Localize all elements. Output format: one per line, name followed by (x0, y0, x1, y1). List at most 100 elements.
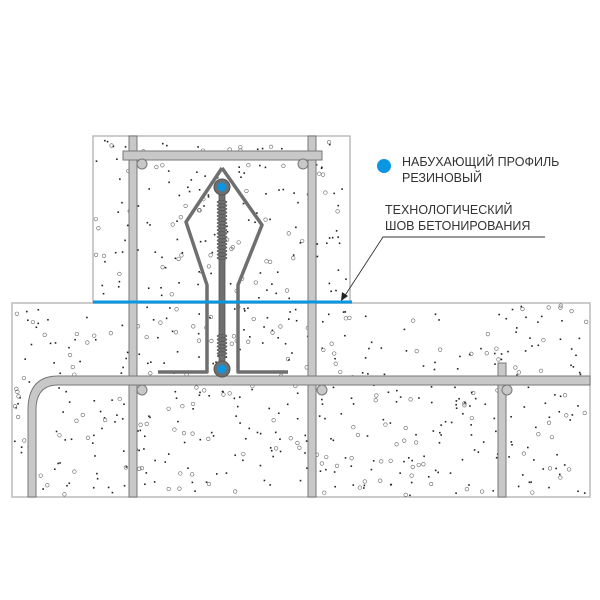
speckle (362, 479, 367, 484)
concrete-aggregate-speckles (12, 139, 589, 497)
speckle (511, 308, 514, 311)
speckle (546, 305, 551, 310)
speckle (414, 440, 419, 445)
speckle (434, 313, 437, 316)
speckle (337, 269, 340, 271)
speckle (236, 240, 241, 245)
speckle (256, 212, 258, 214)
speckle (494, 346, 499, 351)
speckle (383, 422, 388, 427)
speckle (58, 387, 60, 389)
speckle (531, 345, 533, 347)
speckle (321, 398, 323, 401)
speckle (265, 193, 267, 195)
speckle (57, 433, 62, 438)
speckle (279, 438, 281, 441)
speckle (62, 492, 67, 497)
speckle (319, 470, 322, 472)
speckle (154, 459, 156, 462)
speckle (328, 143, 331, 146)
speckle (14, 311, 20, 316)
speckle (343, 316, 348, 321)
speckle (230, 245, 235, 250)
profile-rib (216, 217, 228, 222)
speckle (216, 176, 219, 179)
speckle (206, 481, 212, 487)
speckle (555, 467, 557, 470)
speckle (558, 410, 561, 413)
speckle (438, 441, 441, 444)
speckle (304, 434, 307, 437)
speckle (49, 342, 52, 345)
speckle (263, 479, 266, 482)
speckle (106, 140, 109, 143)
speckle (147, 287, 150, 290)
speckle (549, 435, 554, 440)
speckle (430, 386, 433, 388)
speckle (144, 483, 146, 486)
speckle (458, 397, 460, 400)
speckle (403, 425, 408, 431)
speckle (527, 446, 529, 449)
speckle (251, 388, 253, 391)
speckle (352, 403, 355, 405)
speckle (35, 326, 38, 329)
speckle (357, 485, 362, 490)
speckle (271, 329, 274, 332)
speckle (177, 486, 182, 491)
speckle (53, 468, 56, 471)
speckle (418, 397, 420, 399)
speckle (30, 343, 33, 346)
speckle (244, 188, 249, 194)
speckle (383, 373, 386, 376)
speckle (563, 464, 566, 466)
profile-rib (216, 231, 228, 236)
speckle (114, 421, 116, 423)
speckle (176, 256, 181, 262)
speckle (372, 460, 375, 462)
speckle (72, 469, 77, 474)
profile-rib (216, 235, 228, 239)
speckle (438, 319, 440, 321)
speckle (338, 369, 343, 375)
speckle (261, 147, 264, 150)
top-horizontal-rebar (122, 150, 323, 161)
speckle (233, 308, 236, 310)
speckle (293, 192, 295, 194)
speckle (116, 158, 118, 161)
speckle (187, 186, 189, 189)
speckle (181, 431, 187, 436)
speckle (370, 468, 373, 471)
speckle (319, 461, 325, 466)
speckle (197, 146, 199, 148)
speckle (144, 421, 149, 427)
speckle (561, 320, 563, 322)
speckle (541, 338, 546, 343)
speckle (288, 436, 293, 441)
speckle (26, 310, 28, 313)
speckle (295, 440, 300, 446)
speckle (408, 397, 413, 402)
speckle (270, 449, 273, 452)
speckle (470, 434, 473, 436)
speckle (109, 143, 114, 148)
speckle (333, 361, 338, 366)
speckle (143, 448, 145, 450)
speckle (271, 418, 276, 423)
speckle (469, 405, 471, 407)
speckle (337, 236, 339, 238)
speckle (322, 320, 324, 323)
profile-rib (216, 252, 228, 257)
speckle (318, 415, 321, 417)
speckle (175, 397, 178, 400)
speckle (210, 431, 213, 434)
speckle (191, 324, 196, 329)
speckle (169, 307, 171, 309)
speckle (300, 238, 305, 244)
speckle (207, 196, 210, 198)
speckle (244, 437, 247, 440)
speckle (505, 317, 508, 320)
lower-concrete-slab (11, 302, 591, 498)
speckle (208, 394, 210, 397)
speckle (174, 307, 179, 312)
